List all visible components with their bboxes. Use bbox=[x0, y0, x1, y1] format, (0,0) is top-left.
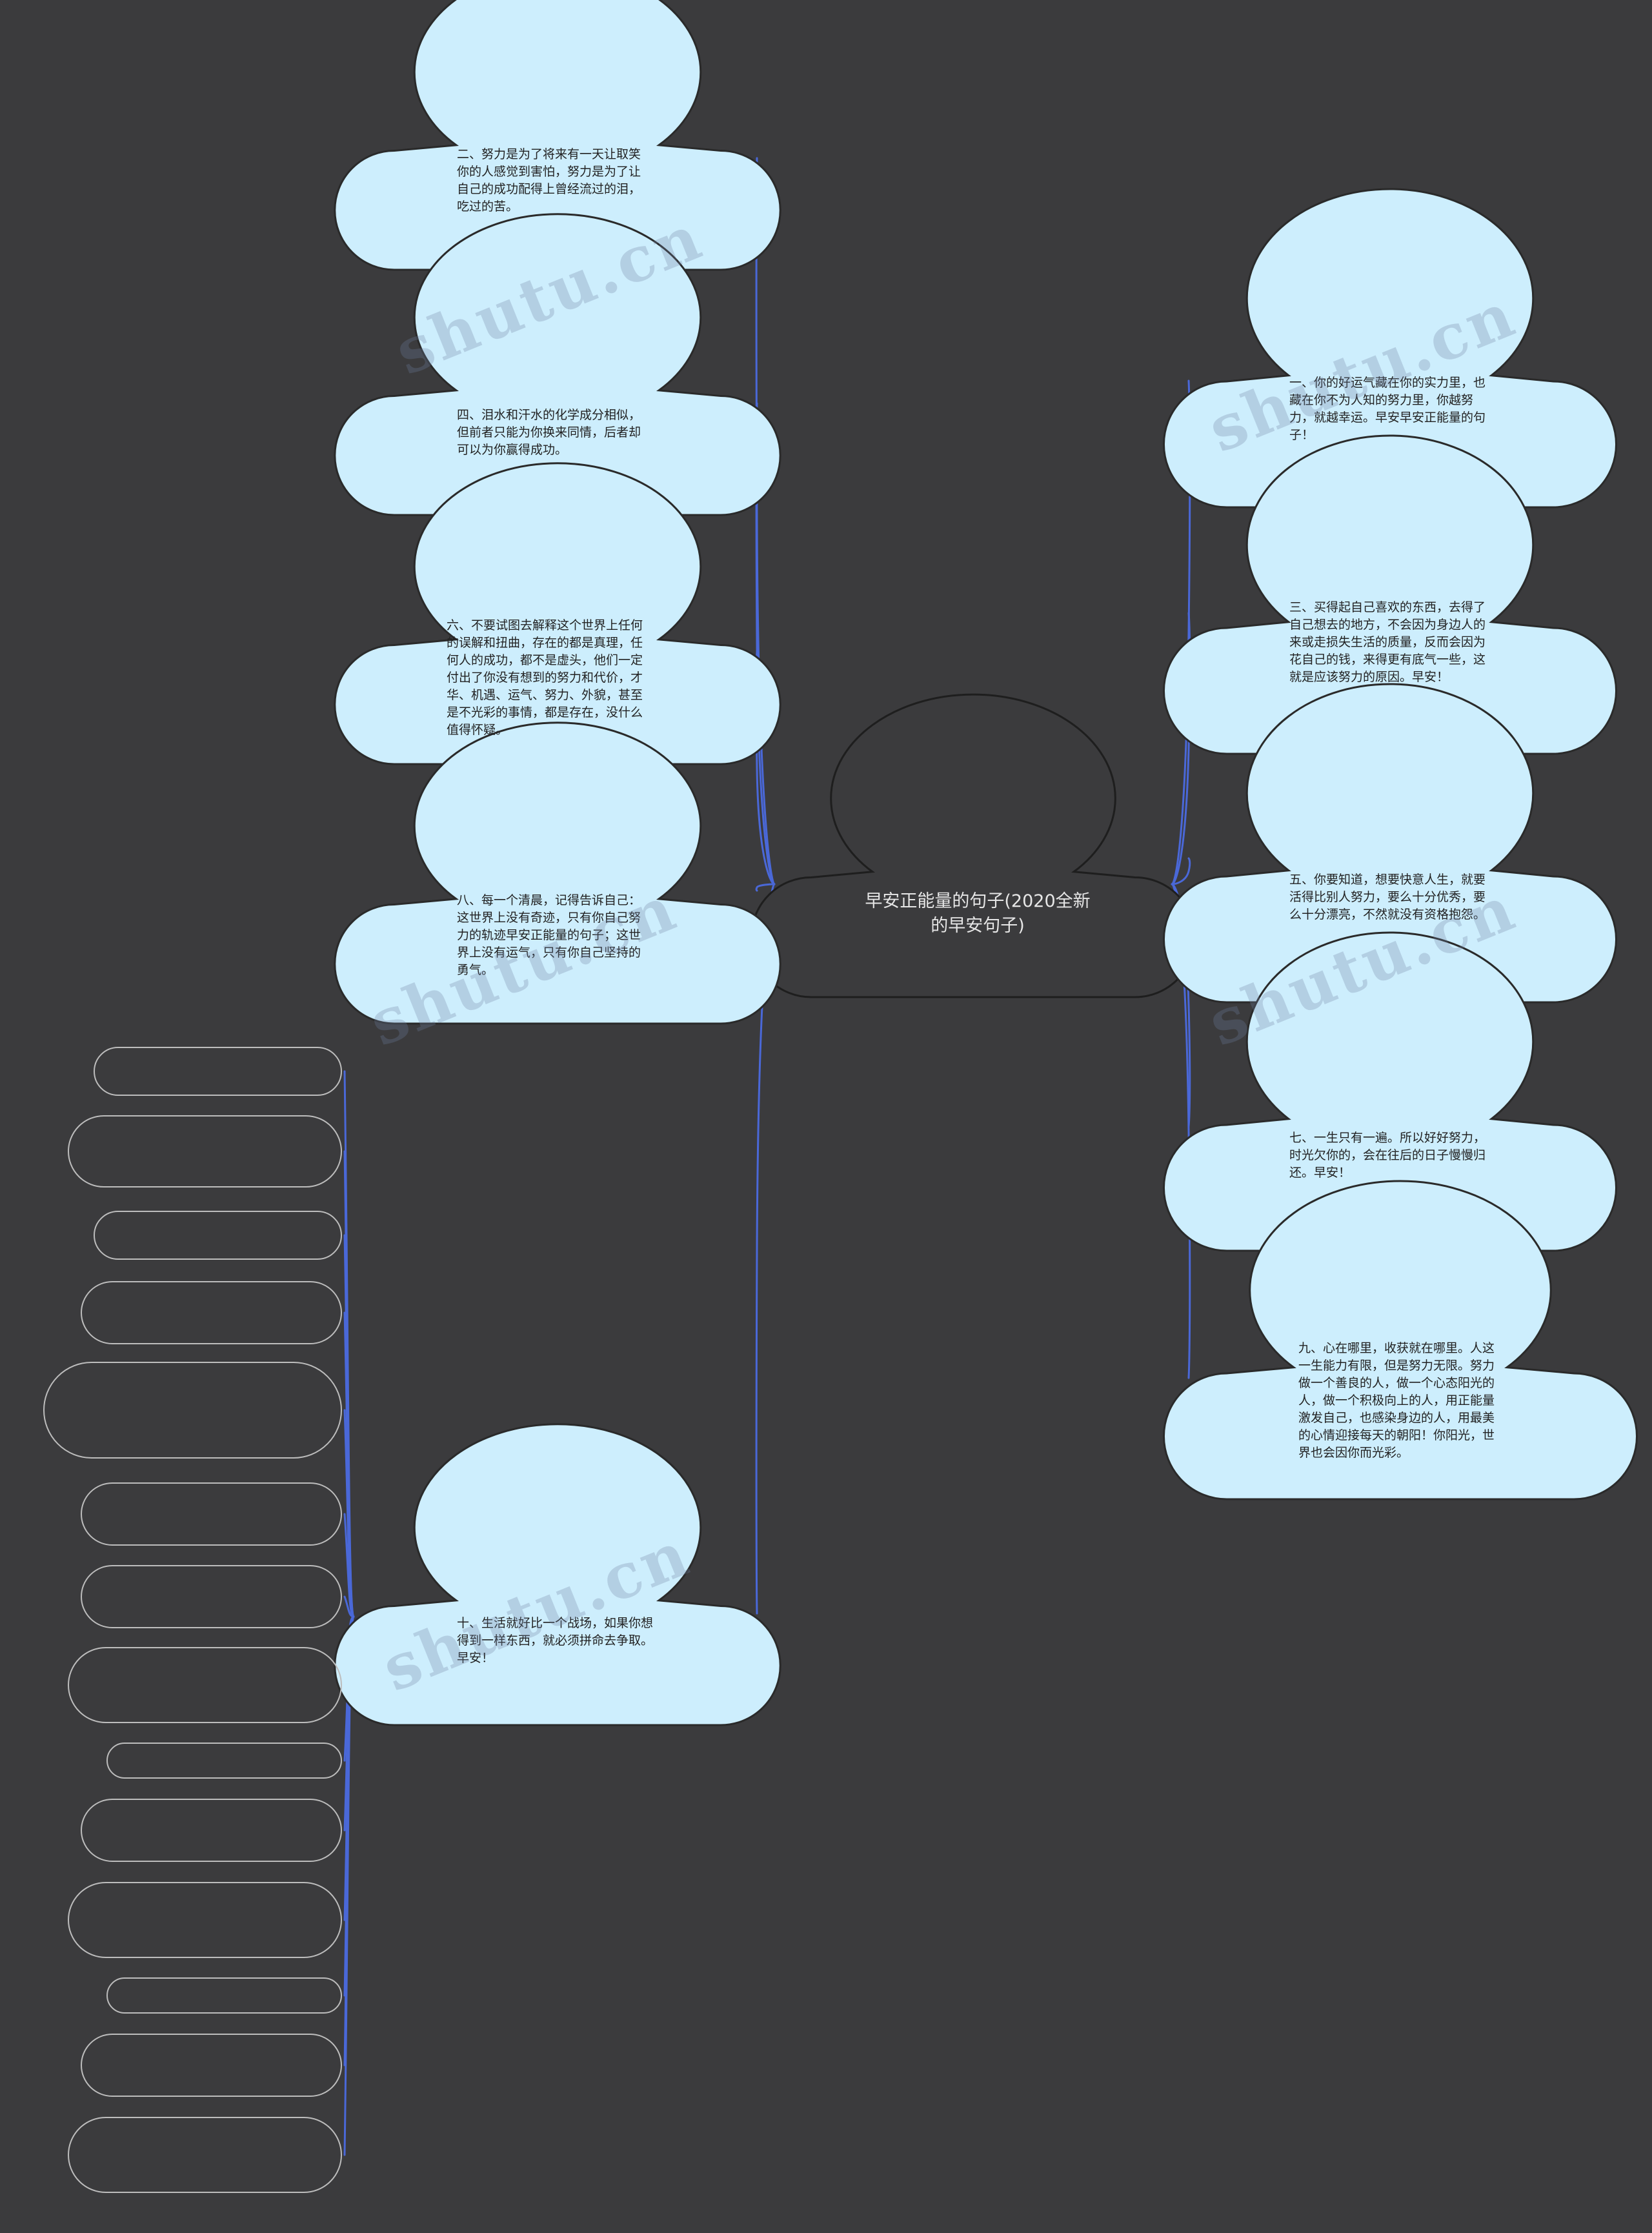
cloud-node-n6[interactable] bbox=[334, 462, 781, 765]
cloud-node-n7[interactable] bbox=[1162, 931, 1618, 1252]
node-10-text[interactable]: 十、生活就好比一个战场，如果你想得到一样东西，就必须拼命去争取。早安！ bbox=[457, 1616, 654, 1665]
leaf-node-pill[interactable] bbox=[68, 2117, 342, 2193]
node-5-text[interactable]: 五、你要知道，想要快意人生，就要活得比别人努力，要么十分优秀，要么十分漂亮，不然… bbox=[1289, 873, 1486, 922]
cloud-node-n3[interactable] bbox=[1162, 434, 1618, 755]
leaf-node-pill[interactable] bbox=[68, 1647, 342, 1723]
leaf-node-pill[interactable] bbox=[106, 1977, 342, 2014]
node-3-text[interactable]: 三、买得起自己喜欢的东西，去得了自己想去的地方，不会因为身边人的来或走损失生活的… bbox=[1289, 600, 1486, 684]
leaf-node-pill[interactable] bbox=[81, 1482, 342, 1546]
leaf-node-pill[interactable] bbox=[68, 1882, 342, 1958]
node-6-text[interactable]: 六、不要试图去解释这个世界上任何的误解和扭曲，存在的都是真理，任何人的成功，都不… bbox=[447, 618, 643, 737]
cloud-nodes bbox=[334, 0, 1638, 1726]
node-2-text[interactable]: 二、努力是为了将来有一天让取笑你的人感觉到害怕，努力是为了让自己的成功配得上曾经… bbox=[457, 147, 641, 214]
leaf-node-pill[interactable] bbox=[94, 1047, 342, 1096]
connector-n10-to-leaf bbox=[343, 1513, 355, 1618]
cloud-node-n2[interactable] bbox=[334, 0, 781, 271]
leaf-node-pill[interactable] bbox=[81, 1565, 342, 1628]
leaf-node-pill[interactable] bbox=[81, 1281, 342, 1344]
connector-center-to-n3 bbox=[1171, 612, 1191, 885]
leaf-node-pill[interactable] bbox=[81, 2034, 342, 2097]
cloud-node-n10[interactable] bbox=[334, 1423, 781, 1726]
leaf-node-pill[interactable] bbox=[81, 1799, 342, 1862]
node-7-text[interactable]: 七、一生只有一遍。所以好好努力，时光欠你的，会在往后的日子慢慢归还。早安！ bbox=[1289, 1131, 1486, 1180]
connector-center-to-n8 bbox=[755, 883, 776, 892]
cloud-node-n9[interactable] bbox=[1162, 1180, 1638, 1500]
connector-center-to-n5 bbox=[1171, 857, 1191, 885]
cloud-node-n1[interactable] bbox=[1162, 188, 1618, 509]
cloud-node-n5[interactable] bbox=[1162, 683, 1618, 1004]
leaf-node-pill[interactable] bbox=[106, 1743, 342, 1779]
node-8-text[interactable]: 八、每一个清晨，记得告诉自己：这世界上没有奇迹，只有你自己努力的轨迹早安正能量的… bbox=[457, 893, 641, 977]
node-9-text[interactable]: 九、心在哪里，收获就在哪里。人这一生能力有限，但是努力无限。努力做一个善良的人，… bbox=[1298, 1341, 1495, 1460]
connector-lines bbox=[343, 157, 1191, 2156]
cloud-node-n4[interactable] bbox=[334, 213, 781, 516]
connector-center-to-n2 bbox=[755, 157, 776, 885]
node-1-text[interactable]: 一、你的好运气藏在你的实力里，也藏在你不为人知的努力里，你越努力，就越幸运。早安… bbox=[1289, 376, 1486, 442]
leaf-node-pill[interactable] bbox=[68, 1115, 342, 1187]
center-topic-label[interactable]: 早安正能量的句子(2020全新的早安句子) bbox=[865, 891, 1091, 936]
center-topic-cloud[interactable] bbox=[750, 693, 1196, 998]
leaf-node-pill[interactable] bbox=[94, 1211, 342, 1260]
leaf-node-pill[interactable] bbox=[43, 1362, 342, 1459]
node-4-text[interactable]: 四、泪水和汗水的化学成分相似，但前者只能为你换来同情，后者却可以为你赢得成功。 bbox=[457, 408, 641, 457]
cloud-node-n8[interactable] bbox=[334, 722, 781, 1025]
